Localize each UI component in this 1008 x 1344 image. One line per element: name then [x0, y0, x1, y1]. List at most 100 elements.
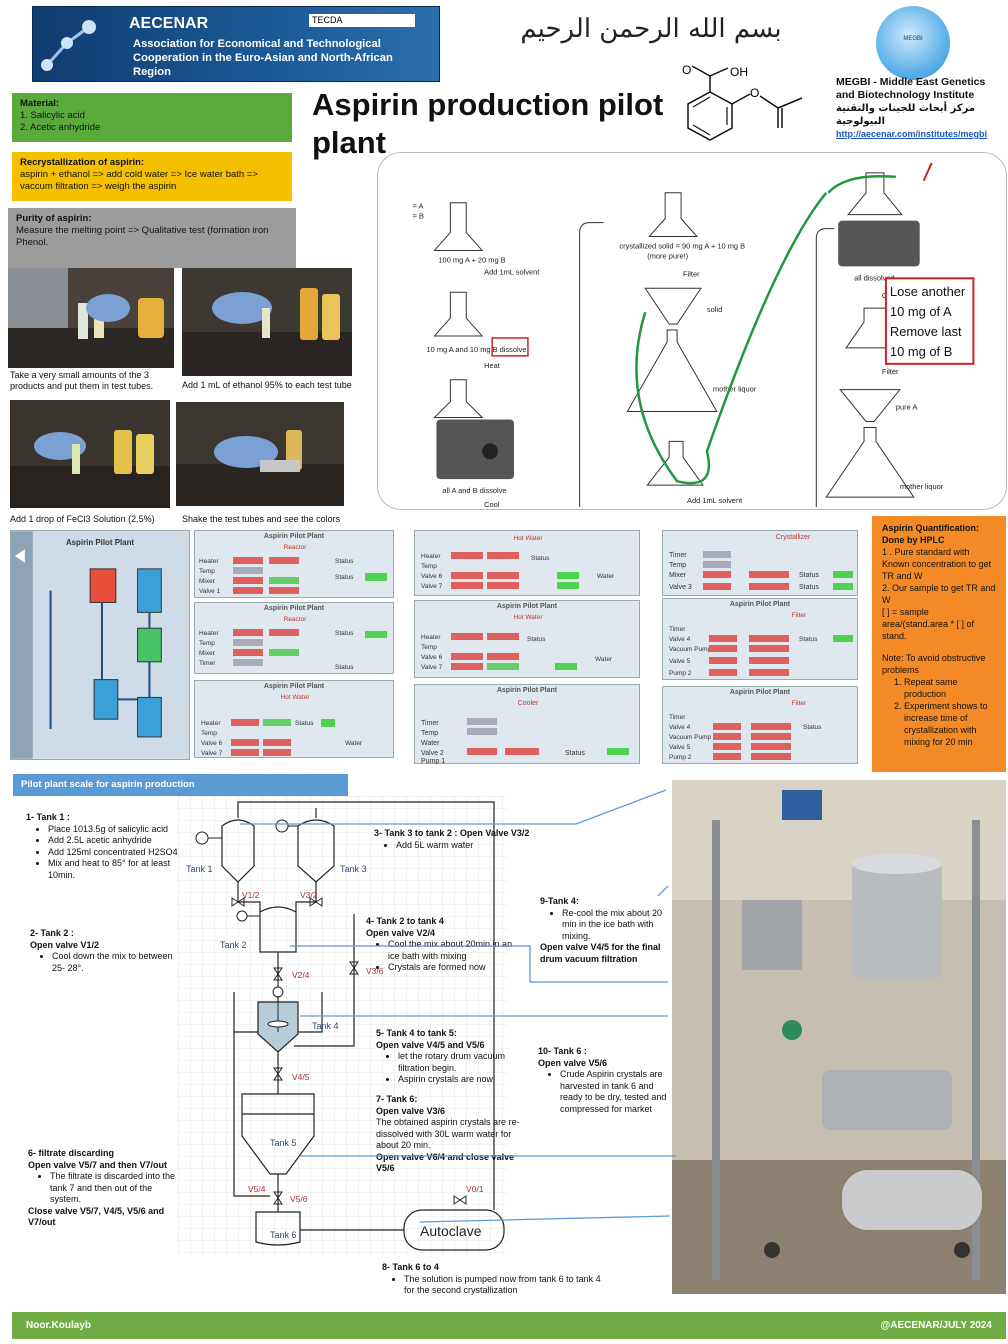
hmi-label-water: Water [595, 656, 613, 663]
hmi-label-valve3: Valve 3 [669, 584, 692, 591]
megbi-url-link[interactable]: http://aecenar.com/institutes/megbi [836, 129, 988, 139]
recrystallization-box: Recrystallization of aspirin: aspirin + … [12, 152, 292, 201]
diagram-valve-v54: V5/4 [248, 1184, 266, 1194]
diagram-valve-v12: V1/2 [242, 890, 260, 900]
step-8-title: 8- Tank 6 to 4 [382, 1262, 439, 1272]
hmi-label-heater: Heater [421, 553, 441, 560]
hmi-label-valve6: Valve 6 [201, 740, 223, 747]
hmi-section-label: Hot Water [280, 694, 310, 701]
step-8: 8- Tank 6 to 4 The solution is pumped no… [382, 1262, 612, 1297]
hplc-note-item: Repeat same production [904, 676, 996, 700]
hmi-label-status: Status [335, 574, 354, 581]
hmi-reactor-title: Aspirin Pilot Plant [263, 605, 325, 612]
step-1-item: Add 125ml concentrated H2SO4 [48, 847, 182, 859]
step-10-item: Crude Aspirin crystals are harvested in … [560, 1069, 668, 1115]
step-1-title: 1- Tank 1 : [26, 812, 70, 822]
recrystallization-text: aspirin + ethanol => add cold water => I… [20, 169, 258, 192]
aecenar-banner: AECENAR TECDA Association for Economical… [32, 6, 440, 82]
hmi-label-temp: Temp [201, 730, 217, 737]
fig-more-pure-label: (more pure!) [647, 251, 688, 260]
lab-photo-shaking [176, 402, 344, 506]
hmi-label-status: Status [335, 630, 354, 637]
diagram-valve-v24: V2/4 [292, 970, 310, 980]
hmi-reactor-controls: Reactor Heater Temp Mixer Valve 1 Status… [199, 544, 387, 595]
step-2-valve: Open valve V1/2 [30, 939, 100, 950]
hmi-label-valve4: Valve 4 [669, 724, 691, 731]
hplc-note: Note: To avoid obstructive problems [882, 653, 986, 675]
step-10-title: 10- Tank 6 : [538, 1046, 587, 1056]
hmi-label-mixer: Mixer [199, 650, 216, 657]
photo-caption-2: Add 1 mL of ethanol 95% to each test tub… [182, 380, 352, 390]
hmi-section-label: Filter [792, 700, 807, 707]
aspirin-structure-diagram: O OH O [682, 64, 803, 141]
step-10-valve: Open valve V5/6 [538, 1057, 608, 1068]
hmi-label-timer: Timer [669, 626, 686, 633]
hmi-label-valve7: Valve 7 [201, 750, 223, 757]
hmi-filter-screen-1: Aspirin Pilot Plant Filter Timer Valve 4… [662, 598, 858, 680]
step-2-title: 2- Tank 2 : [30, 928, 74, 938]
step-6-title: 6- filtrate discarding [28, 1148, 115, 1158]
step-3-title: 3- Tank 3 to tank 2 : Open Valve V3/2 [374, 828, 530, 838]
step-5-item: Aspirin crystals are now [398, 1074, 526, 1086]
step-5: 5- Tank 4 to tank 5: Open valve V4/5 and… [376, 1028, 526, 1086]
org-full-name: Association for Economical and Technolog… [133, 38, 393, 78]
hmi-filter-controls: Filter Timer Valve 4 Vacuum Pump Valve 5… [669, 700, 822, 761]
hmi-section-label: Reactor [284, 544, 308, 551]
fig-pure-a-label: pure A [896, 403, 918, 412]
purity-heading: Purity of aspirin: [16, 213, 92, 224]
hmi-label-temp: Temp [421, 644, 437, 651]
hplc-heading: Aspirin Quantification: Done by HPLC [882, 523, 980, 545]
step-9-valve: Open valve V4/5 for the final drum vacuu… [540, 942, 661, 964]
diagram-autoclave-label: Autoclave [420, 1223, 482, 1239]
step-9-title: 9-Tank 4: [540, 896, 579, 906]
step-6-close: Close valve V5/7, V4/5, V5/6 and V7/out [28, 1205, 165, 1228]
step-7-text: The obtained aspirin crystals are re-dis… [376, 1117, 520, 1150]
hmi-section-label: Crystallizer [776, 534, 811, 541]
hmi-section-label: Cooler [518, 700, 539, 707]
hmi-label-vacuum: Vacuum Pump [669, 646, 712, 653]
step-1-item: Add 2.5L acetic anhydride [48, 835, 182, 847]
hmi-label-pump1: Pump 1 [421, 758, 445, 765]
hmi-label-valve2: Valve 2 [421, 750, 444, 757]
hplc-note-item: Experiment shows to increase time of cry… [904, 700, 996, 748]
fig-add-solvent-label: Add 1mL solvent [484, 267, 540, 276]
hmi-label-temp: Temp [669, 562, 686, 569]
diagram-valve-v45: V4/5 [292, 1072, 310, 1082]
hplc-step-2: 2. Our sample to get TR and W [882, 583, 996, 605]
hmi-label-timer: Timer [669, 552, 687, 559]
step-4-title: 4- Tank 2 to tank 4 [366, 916, 444, 926]
fig-all-dissolve-label: all A and B dissolve [442, 486, 506, 495]
back-arrow-icon [14, 549, 25, 563]
hmi-label-valve5: Valve 5 [669, 744, 691, 751]
hmi-label-status: Status [335, 558, 354, 565]
hmi-label-timer: Timer [421, 720, 439, 727]
hmi-reactor-controls: Reactor Heater Temp Mixer Timer Status S… [199, 616, 387, 671]
step-9-item: Re-cool the mix about 20 min in the ice … [562, 908, 670, 943]
megbi-logo: MEGBI [876, 6, 950, 80]
hmi-label-status: Status [799, 572, 819, 579]
hmi-label-vacuum: Vacuum Pump [669, 734, 712, 741]
diagram-tank2-label: Tank 2 [220, 940, 247, 950]
diagram-tank5-label: Tank 5 [270, 1138, 297, 1148]
fig-mother-liquor-label: mother liquor [713, 385, 757, 394]
basmala-calligraphy: بسم الله الرحمن الرحيم [520, 14, 782, 44]
step-1-item: Place 1013.5g of salicylic acid [48, 824, 182, 836]
hmi-label-valve7: Valve 7 [421, 664, 443, 671]
hmi-label-heater: Heater [199, 558, 219, 565]
step-5-valve: Open valve V4/5 and V5/6 [376, 1039, 485, 1050]
hmi-label-valve4: Valve 4 [669, 636, 691, 643]
hmi-label-water: Water [421, 740, 440, 747]
fig-legend-b: = B [413, 212, 424, 221]
hmi-title: Aspirin Pilot Plant [496, 603, 558, 610]
hmi-label-status: Status [799, 584, 819, 591]
purity-text: Measure the melting point => Qualitative… [16, 225, 269, 248]
step-4-valve: Open valve V2/4 [366, 927, 436, 938]
megbi-info: MEGBI - Middle East Genetics and Biotech… [836, 76, 1006, 141]
footer-credit: @AECENAR/JULY 2024 [880, 1320, 992, 1331]
hmi-label-temp: Temp [199, 640, 215, 647]
hmi-crystallizer-controls: Crystallizer Timer Temp Mixer Valve 3 St… [669, 534, 853, 591]
megbi-logo-text: MEGBI [903, 36, 923, 42]
hmi-label-temp: Temp [421, 563, 437, 570]
step-10: 10- Tank 6 : Open valve V5/6 Crude Aspir… [538, 1046, 668, 1115]
hplc-formula: [ ] = sample area/(stand.area * [ ] of s… [882, 607, 975, 641]
